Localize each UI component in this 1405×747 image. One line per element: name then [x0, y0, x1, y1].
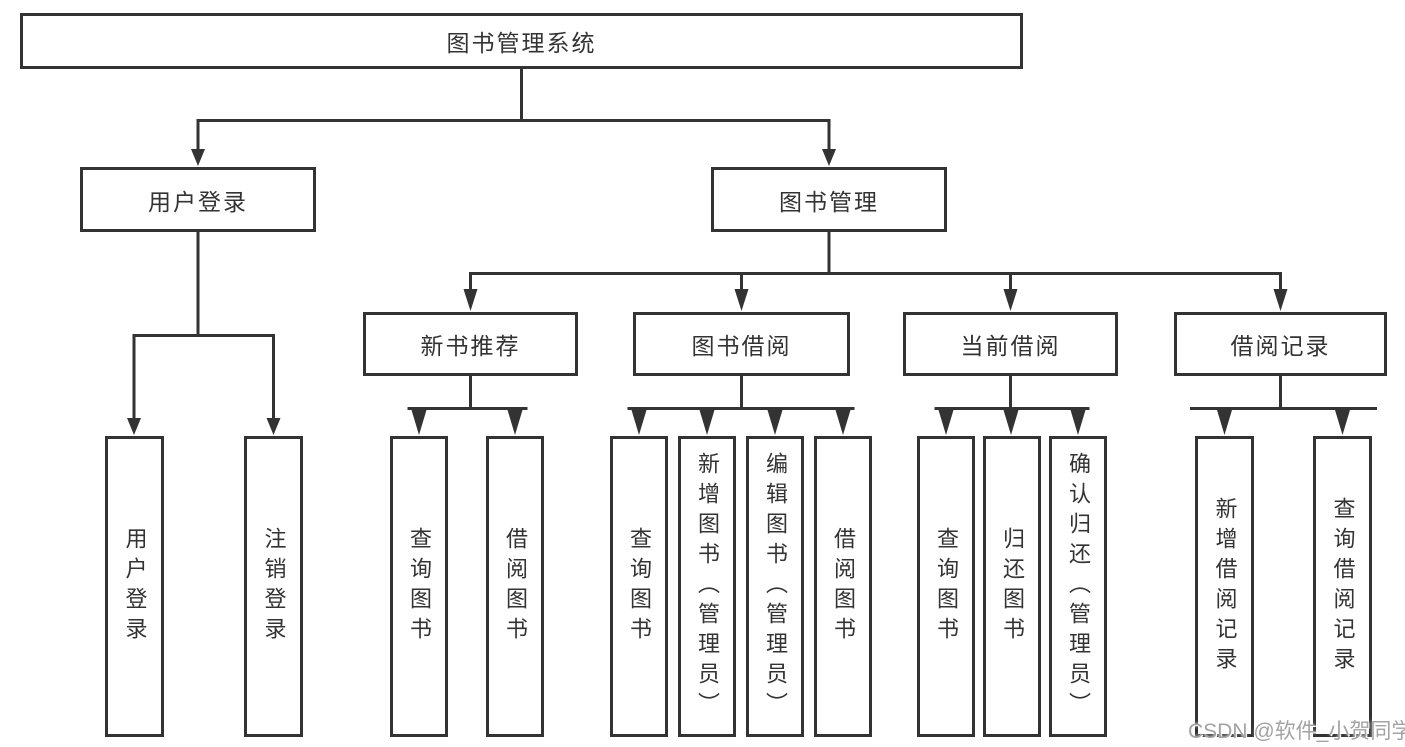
- node-label: 用户登录: [122, 526, 148, 647]
- node-label: 编辑图书（管理员）: [763, 451, 788, 722]
- leaf-add-borrow-record: 新增借阅记录: [1195, 436, 1254, 737]
- csdn-watermark: CSDN @软件_小贺同学: [1188, 720, 1405, 743]
- node-label: 归还图书: [1000, 526, 1025, 647]
- leaf-confirm-return-admin: 确认归还（管理员）: [1049, 436, 1107, 737]
- node-label: 图书管理: [779, 188, 879, 215]
- node-label: 新增借阅记录: [1212, 496, 1238, 677]
- node-label: 查询图书: [934, 526, 959, 647]
- leaf-add-books-admin: 新增图书（管理员）: [678, 436, 736, 737]
- node-label: 用户登录: [148, 188, 248, 215]
- node-label: 注销登录: [261, 526, 287, 647]
- leaf-borrow-books-recommend: 借阅图书: [486, 436, 544, 737]
- leaf-query-borrow-record: 查询借阅记录: [1313, 436, 1372, 737]
- leaf-user-login: 用户登录: [105, 436, 164, 737]
- node-user-login: 用户登录: [80, 167, 316, 232]
- leaf-query-books-borrow: 查询图书: [610, 436, 668, 737]
- node-borrowing-records: 借阅记录: [1174, 312, 1387, 376]
- leaf-edit-books-admin: 编辑图书（管理员）: [746, 436, 804, 737]
- node-book-management: 图书管理: [711, 167, 947, 232]
- node-label: 借阅图书: [503, 526, 528, 647]
- leaf-return-books: 归还图书: [983, 436, 1041, 737]
- leaf-query-books-recommend: 查询图书: [390, 436, 448, 737]
- node-label: 图书借阅: [691, 333, 792, 359]
- node-current-borrowing: 当前借阅: [903, 312, 1118, 376]
- node-label: 新书推荐: [420, 333, 521, 359]
- node-label: 借阅图书: [831, 526, 856, 647]
- node-label: 借阅记录: [1230, 333, 1331, 359]
- node-label: 图书管理系统: [446, 30, 597, 56]
- leaf-borrow-books: 借阅图书: [814, 436, 872, 737]
- node-label: 查询借阅记录: [1330, 496, 1356, 677]
- node-new-book-recommendation: 新书推荐: [363, 312, 578, 376]
- leaf-logout: 注销登录: [244, 436, 303, 737]
- node-book-borrowing: 图书借阅: [633, 312, 850, 376]
- node-label: 新增图书（管理员）: [695, 451, 720, 722]
- node-label: 查询图书: [627, 526, 652, 647]
- node-label: 当前借阅: [960, 333, 1061, 359]
- node-label: 查询图书: [407, 526, 432, 647]
- node-library-management-system: 图书管理系统: [20, 13, 1023, 69]
- node-label: 确认归还（管理员）: [1066, 451, 1091, 722]
- leaf-query-books-current: 查询图书: [917, 436, 975, 737]
